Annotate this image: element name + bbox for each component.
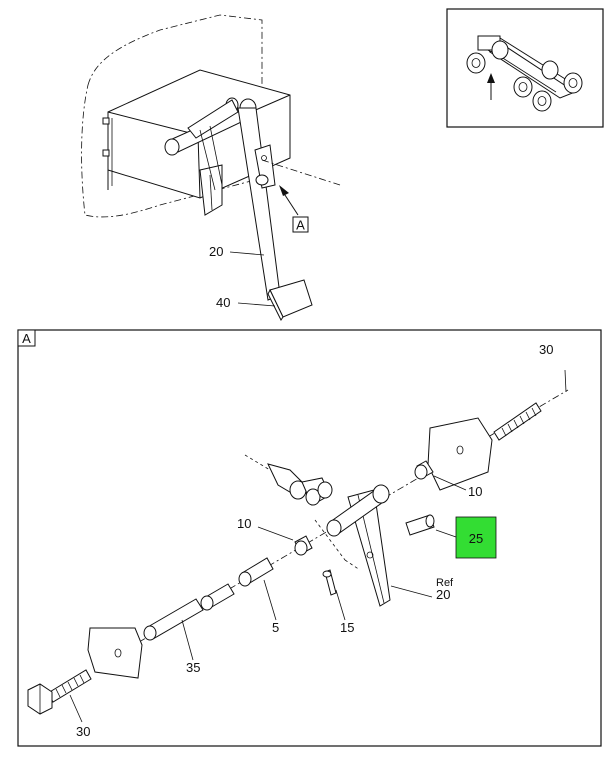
chassis-sketch [466,35,583,112]
bolt-30-bottom [27,669,92,723]
centerline [261,159,341,186]
pedal-pad [267,279,313,321]
cotter-pin-15 [322,569,346,621]
callout-top-20: 20 [209,244,223,259]
view-ref-label: A [296,218,305,233]
tube-35 [143,598,204,661]
callout-ref: Ref [436,577,454,589]
callout-25-highlight[interactable] [455,516,497,559]
locator-arrow [487,73,495,100]
cab-panel-outline [81,14,263,218]
spacer-5 [238,557,277,621]
pedal-arm-20 [314,484,391,607]
bushing-10-left [257,526,313,556]
detail-frame [17,329,602,747]
callout-25[interactable]: 25 [469,531,483,546]
overview-illustration: A 20 40 [81,14,341,321]
bracket-plate-left [87,627,143,679]
callout-10-left: 10 [237,516,251,531]
detail-frame-tag-box [17,329,36,347]
callout-top-40: 40 [216,295,230,310]
bracket-plate-right [427,417,493,491]
callout-10-right: 10 [468,484,482,499]
detail-view-a: A 30 10 [17,329,602,747]
pivot-shaft [164,97,257,191]
view-ref-box [292,216,309,233]
detail-frame-tag: A [22,331,31,346]
callout-15: 15 [340,620,354,635]
callout-20: 20 [436,587,450,602]
callout-30-bottom: 30 [76,724,90,739]
callout-30-top: 30 [539,342,553,357]
callout-5: 5 [272,620,279,635]
clevis-assembly [244,454,333,506]
callout-35: 35 [186,660,200,675]
sleeve-25 [405,514,457,538]
bolt-30-top [493,369,567,441]
bushing-10-right [414,460,467,491]
view-arrow [279,185,299,216]
spacer-short [200,583,235,611]
locator-inset [446,8,604,128]
